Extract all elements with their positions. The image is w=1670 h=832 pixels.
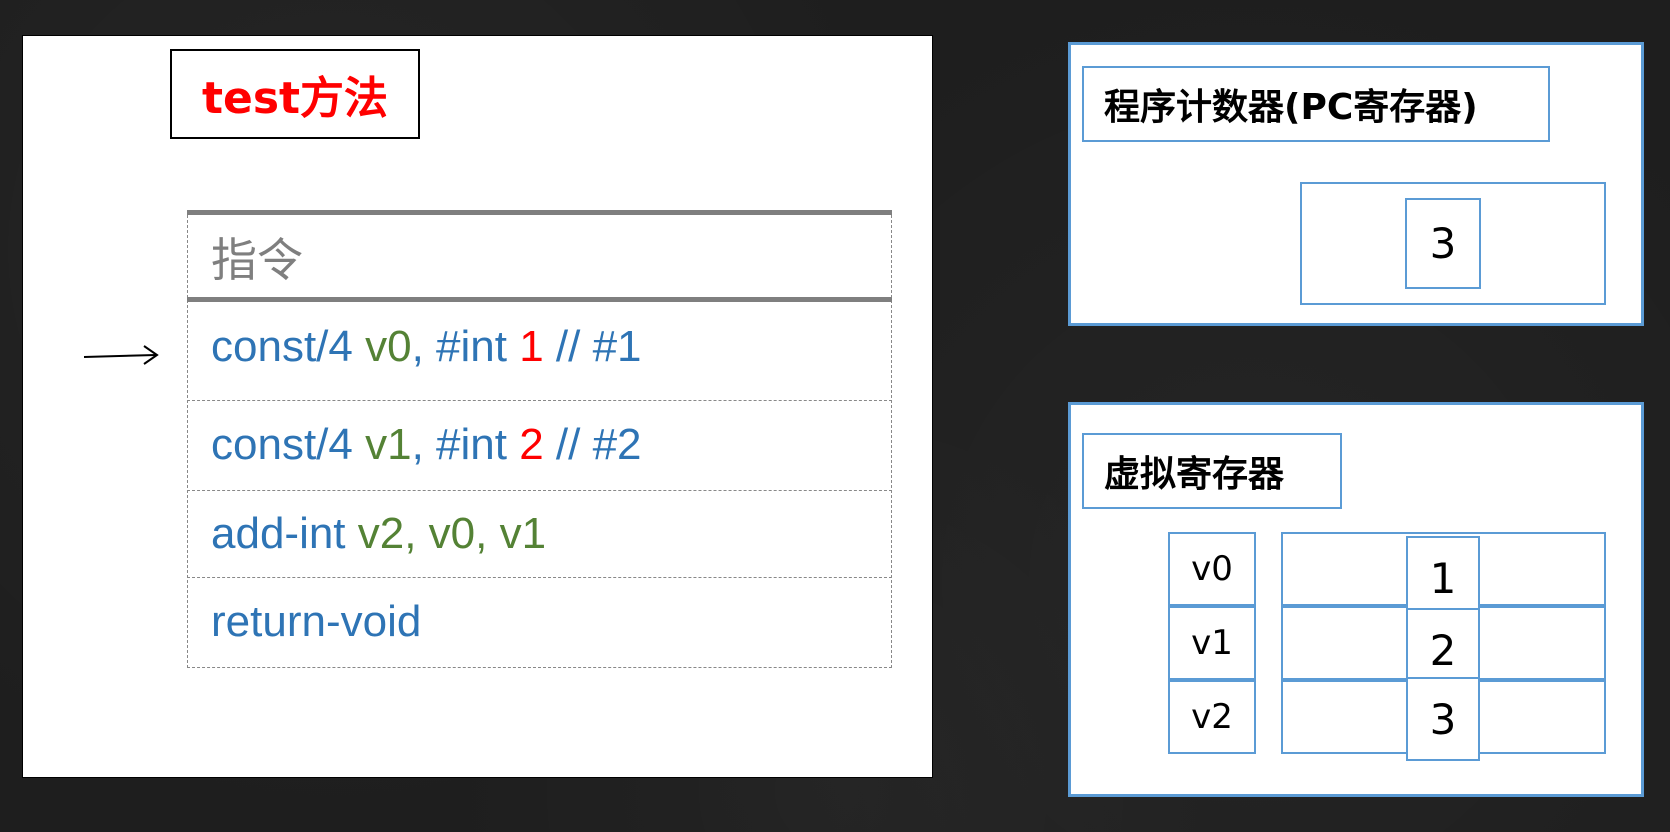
table-header-rule [187, 297, 892, 302]
registers: v0 [365, 322, 412, 371]
opcode: const/4 [211, 420, 366, 469]
virtual-registers-title-box: 虚拟寄存器 [1082, 433, 1342, 509]
register-name-v0: v0 [1168, 532, 1256, 606]
instruction-table [187, 210, 892, 668]
opcode: const/4 [211, 322, 366, 371]
pc-value: 3 [1429, 219, 1457, 268]
instruction-row-2: const/4 v1, #int 2 // #2 [211, 405, 642, 485]
method-title-box: test方法 [170, 49, 420, 139]
comment: // #1 [543, 322, 642, 371]
operand-type: , #int [411, 322, 520, 371]
row-divider [187, 577, 892, 578]
pc-value-box: 3 [1405, 198, 1481, 289]
registers: v2, v0, v1 [357, 509, 547, 558]
literal-value: 2 [519, 420, 544, 469]
table-top-rule [187, 210, 892, 215]
method-title: test方法 [201, 73, 389, 124]
opcode: add-int [211, 509, 358, 558]
register-name-v1: v1 [1168, 606, 1256, 680]
instruction-row-4: return-void [211, 582, 421, 662]
pc-title-box: 程序计数器(PC寄存器) [1082, 66, 1550, 142]
register-value-v0: 1 [1406, 536, 1480, 620]
instruction-table-header: 指令 [211, 233, 303, 287]
comment: // #2 [543, 420, 642, 469]
register-name-v2: v2 [1168, 680, 1256, 754]
row-divider [187, 490, 892, 491]
instruction-row-3: add-int v2, v0, v1 [211, 494, 546, 574]
opcode: return-void [211, 597, 422, 646]
pc-title: 程序计数器(PC寄存器) [1104, 87, 1478, 128]
registers: v1 [365, 420, 412, 469]
instruction-row-1: const/4 v0, #int 1 // #1 [211, 307, 642, 387]
row-divider [187, 400, 892, 401]
virtual-registers-title: 虚拟寄存器 [1104, 454, 1285, 495]
operand-type: , #int [411, 420, 520, 469]
literal-value: 1 [519, 322, 544, 371]
register-value-v2: 3 [1406, 677, 1480, 761]
right-arrow-icon [83, 345, 159, 365]
